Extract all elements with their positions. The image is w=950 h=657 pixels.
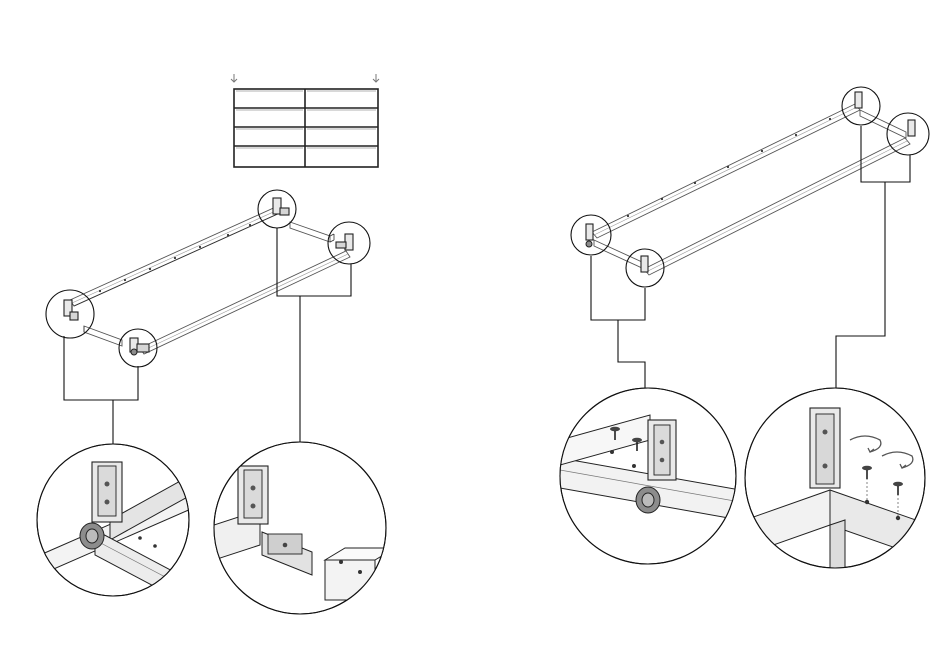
detail-view-d — [745, 388, 930, 570]
detail-view-a — [37, 444, 200, 600]
down-arrow-icon — [373, 74, 379, 82]
back-rail — [70, 206, 282, 306]
corner-bracket — [336, 234, 353, 250]
right-frame — [571, 87, 929, 388]
short-rail-left — [594, 240, 642, 268]
down-arrow-icon — [231, 74, 237, 82]
corner-bracket — [273, 198, 289, 215]
front-rail — [644, 138, 910, 275]
back-rail — [592, 104, 860, 238]
corner-bracket — [908, 120, 915, 136]
corner-bracket — [130, 338, 149, 355]
corner-bracket — [586, 224, 593, 247]
corner-bracket — [855, 92, 862, 108]
short-rail-right — [290, 222, 334, 242]
detail-view-b — [214, 442, 395, 614]
detail-view-c — [560, 388, 740, 564]
left-frame — [46, 190, 370, 444]
corner-bracket — [641, 256, 648, 272]
overview-grid — [231, 74, 379, 167]
short-rail-left — [84, 326, 122, 346]
front-rail — [140, 251, 350, 354]
